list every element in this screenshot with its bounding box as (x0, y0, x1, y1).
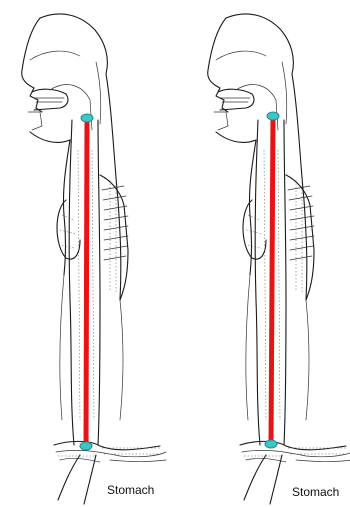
marker-bottom-left (80, 442, 92, 450)
anatomy-sketch-right (208, 14, 350, 504)
anatomy-sketch-left (22, 14, 166, 504)
marker-top-right (267, 112, 279, 120)
marker-bottom-right (265, 440, 277, 448)
right-panel: Stomach (208, 14, 350, 504)
stomach-label-right: Stomach (292, 485, 339, 499)
measurement-line-right (271, 116, 273, 444)
stomach-label-left: Stomach (107, 483, 154, 497)
marker-top-left (81, 114, 93, 122)
measurement-line-left (86, 118, 87, 446)
left-panel: Stomach (22, 14, 166, 504)
